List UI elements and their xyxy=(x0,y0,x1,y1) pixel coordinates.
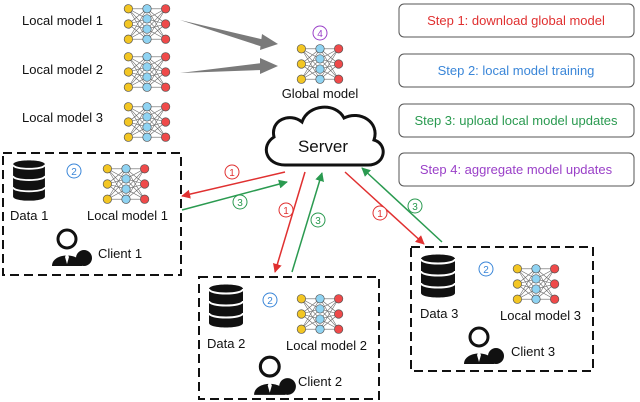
step-4-number: 4 xyxy=(317,29,323,40)
client-3-step-2-number: 2 xyxy=(483,265,489,276)
marker-1-client-2-circle xyxy=(278,202,294,218)
step-legend: Step 1: download global model Step 2: lo… xyxy=(398,3,635,187)
upload-arrow-client-3 xyxy=(361,167,443,243)
marker-1-client-1-circle xyxy=(224,164,240,180)
marker-1-client-2: 1 xyxy=(283,206,289,217)
download-arrow-client-2 xyxy=(273,171,306,273)
step-2-text: Step 2: local model training xyxy=(438,63,595,78)
client-3-label: Client 3 xyxy=(511,344,555,359)
step-1-text: Step 1: download global model xyxy=(427,13,605,28)
client-3-model-label: Local model 3 xyxy=(500,308,581,323)
neural-network-icon xyxy=(123,4,171,44)
global-model-label: Global model xyxy=(282,86,359,101)
client-2-model-label: Local model 2 xyxy=(286,338,367,353)
step-4-box xyxy=(398,152,635,187)
client-2-step-2-circle xyxy=(262,292,278,308)
marker-1-client-1: 1 xyxy=(229,168,235,179)
client-2-step-2-number: 2 xyxy=(267,296,273,307)
aggregation-arrows xyxy=(180,20,278,74)
upload-arrow-client-1 xyxy=(181,179,288,211)
client-1-model-label: Local model 1 xyxy=(87,208,168,223)
client-2-data-label: Data 2 xyxy=(207,336,245,351)
upload-arrow-client-2 xyxy=(291,172,324,273)
client-1-label: Client 1 xyxy=(98,246,142,261)
local-model-2-label: Local model 2 xyxy=(22,62,103,77)
cloud-icon xyxy=(264,105,385,167)
client-3-border xyxy=(410,246,594,372)
client-3-data-label: Data 3 xyxy=(420,306,458,321)
client-1-panel: Data 1 2 Local model 1 Client 1 xyxy=(2,152,182,276)
client-1-step-2-number: 2 xyxy=(71,167,77,178)
gray-arrow-2 xyxy=(180,63,262,73)
gray-arrow-2-head xyxy=(260,58,278,74)
user-icon xyxy=(462,326,506,366)
neural-network-icon xyxy=(296,294,344,334)
step-3-box xyxy=(398,103,635,138)
database-icon xyxy=(12,159,46,202)
marker-3-client-2-circle xyxy=(310,212,326,228)
step-3-text: Step 3: upload local model updates xyxy=(414,113,618,128)
global-model: 4 Global model xyxy=(282,25,359,101)
neural-network-icon xyxy=(296,44,344,84)
step-4-text: Step 4: aggregate model updates xyxy=(420,162,613,177)
user-icon xyxy=(50,228,94,268)
top-local-models: Local model 1 Local model 2 Local model … xyxy=(22,4,171,142)
client-3-step-2-circle xyxy=(478,261,494,277)
step-4-circle xyxy=(312,25,328,41)
marker-1-client-3-circle xyxy=(372,205,388,221)
marker-1-client-3: 1 xyxy=(377,209,383,220)
database-icon xyxy=(208,283,244,329)
database-icon xyxy=(420,253,456,299)
marker-3-client-1-circle xyxy=(232,194,248,210)
marker-3-client-3-circle xyxy=(407,198,423,214)
client-2-label: Client 2 xyxy=(298,374,342,389)
gray-arrow-1 xyxy=(180,20,265,47)
marker-3-client-1: 3 xyxy=(237,198,243,209)
server: Server xyxy=(264,105,385,167)
local-model-1-label: Local model 1 xyxy=(22,13,103,28)
client-1-step-2-circle xyxy=(66,163,82,179)
marker-3-client-3: 3 xyxy=(412,202,418,213)
neural-network-icon xyxy=(102,164,150,204)
client-3-panel: Data 3 2 Local model 3 Client 3 xyxy=(410,246,594,372)
arrow-step-markers: 1 3 1 3 1 3 xyxy=(224,164,423,228)
step-2-box xyxy=(398,53,635,88)
local-model-3-label: Local model 3 xyxy=(22,110,103,125)
server-label: Server xyxy=(298,137,348,156)
neural-network-icon xyxy=(123,52,171,92)
client-2-panel: Data 2 2 Local model 2 Client 2 xyxy=(198,276,380,400)
client-1-data-label: Data 1 xyxy=(10,208,48,223)
neural-network-icon xyxy=(512,264,560,304)
client-1-border xyxy=(2,152,182,276)
marker-3-client-2: 3 xyxy=(315,216,321,227)
gray-arrow-1-head xyxy=(260,34,278,50)
download-arrow-client-1 xyxy=(181,171,286,199)
transfer-arrows xyxy=(181,167,443,273)
step-1-box xyxy=(398,3,635,38)
neural-network-icon xyxy=(123,102,171,142)
client-2-border xyxy=(198,276,380,400)
user-icon xyxy=(252,355,298,397)
